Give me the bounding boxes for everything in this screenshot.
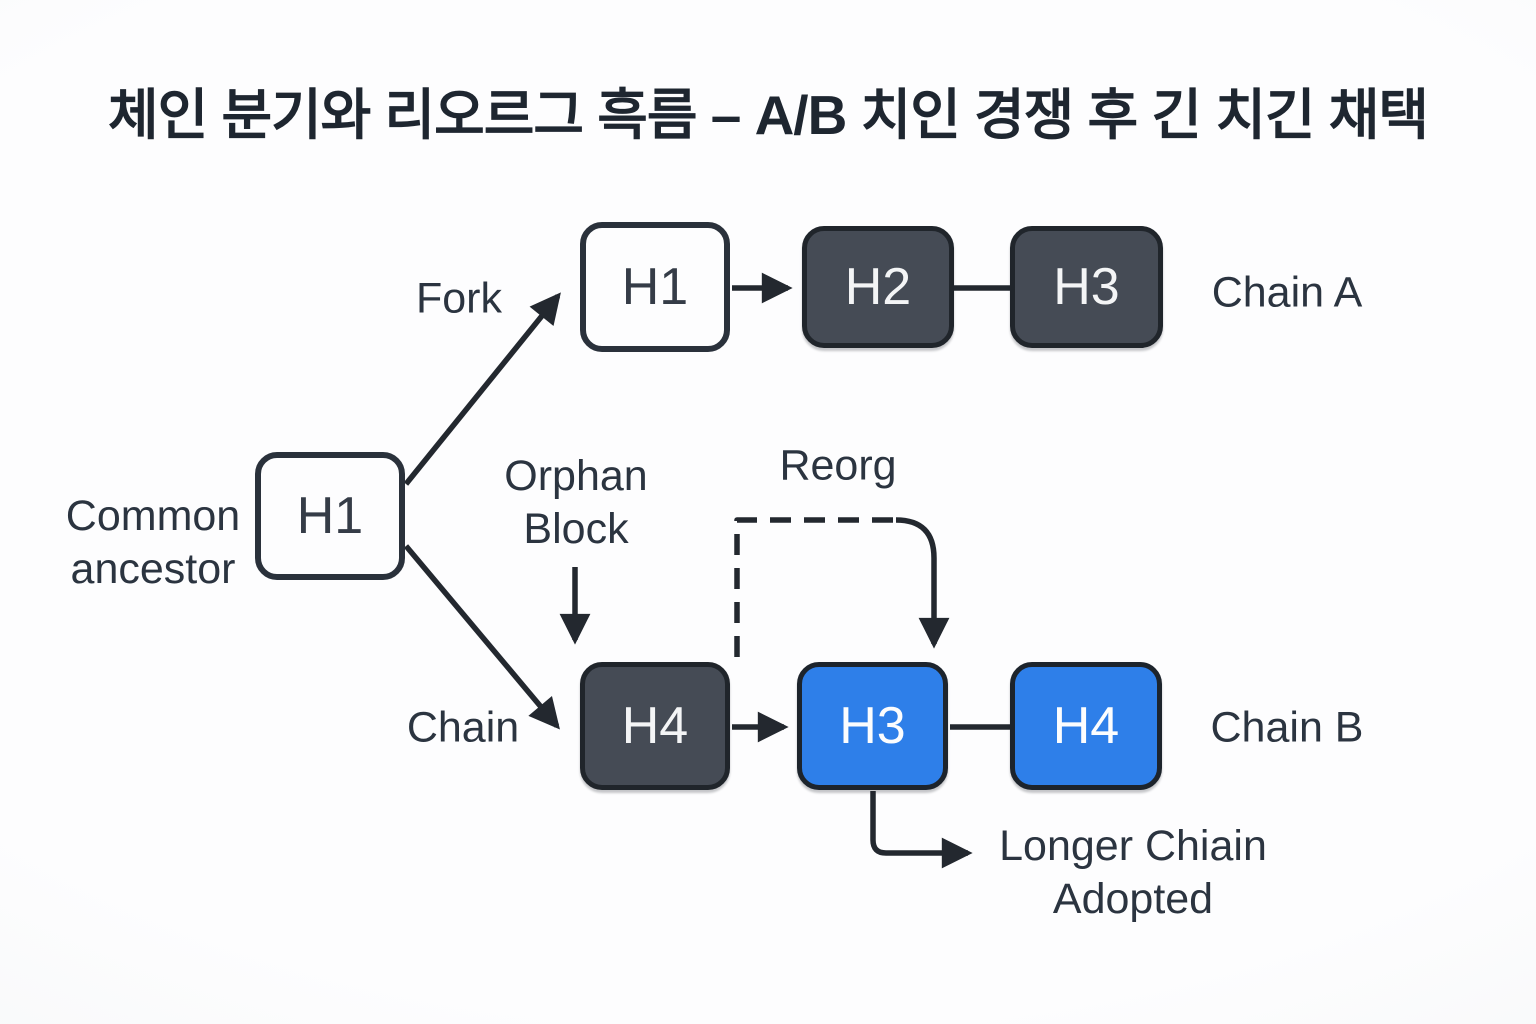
block-label: H4 <box>621 697 689 755</box>
block-chain-b-h4-orphan: H4 <box>580 662 730 790</box>
common-ancestor-line1: Common <box>65 492 241 540</box>
common-ancestor-line2: ancestor <box>70 545 236 593</box>
orphan-block-line1: Orphan <box>504 452 648 500</box>
longer-chain-line2: Adopted <box>1052 875 1214 923</box>
block-chain-a-h2: H2 <box>802 226 954 348</box>
block-label: H1 <box>621 258 689 316</box>
longer-chain-line1: Longer Chiain <box>999 822 1267 870</box>
reorg-label: Reorg <box>779 441 897 490</box>
longer-chain-arrow <box>870 791 973 869</box>
reorg-arrow <box>895 517 950 649</box>
reorg-dashed-path <box>734 517 896 657</box>
longer-chain-adopted-label: Longer Chiain Adopted <box>999 820 1267 926</box>
orphan-block-line2: Block <box>523 505 629 553</box>
block-label: H3 <box>1053 258 1120 316</box>
diagram-title: 체인 분기와 리오르그 흑름 – A/B 치인 경쟁 후 긴 치긴 채택 <box>108 84 1429 146</box>
block-chain-b-h4: H4 <box>1010 662 1162 790</box>
chain-a-label: Chain A <box>1211 268 1363 317</box>
fork-label: Fork <box>416 274 502 323</box>
block-label: H2 <box>844 258 912 316</box>
orphan-block-label: Orphan Block <box>504 450 647 556</box>
chain-b-label: Chain B <box>1210 703 1364 752</box>
chain-arrow <box>403 544 560 730</box>
block-chain-b-h3: H3 <box>797 662 948 790</box>
block-common-ancestor-h1: H1 <box>255 452 405 580</box>
block-label: H3 <box>839 697 906 755</box>
block-chain-a-h1: H1 <box>580 222 730 352</box>
common-ancestor-label: Common ancestor <box>66 490 240 596</box>
block-chain-a-h3: H3 <box>1010 226 1163 348</box>
chain-label: Chain <box>406 703 520 752</box>
fork-arrow <box>403 292 561 486</box>
block-label: H1 <box>296 487 364 545</box>
block-label: H4 <box>1052 697 1120 755</box>
